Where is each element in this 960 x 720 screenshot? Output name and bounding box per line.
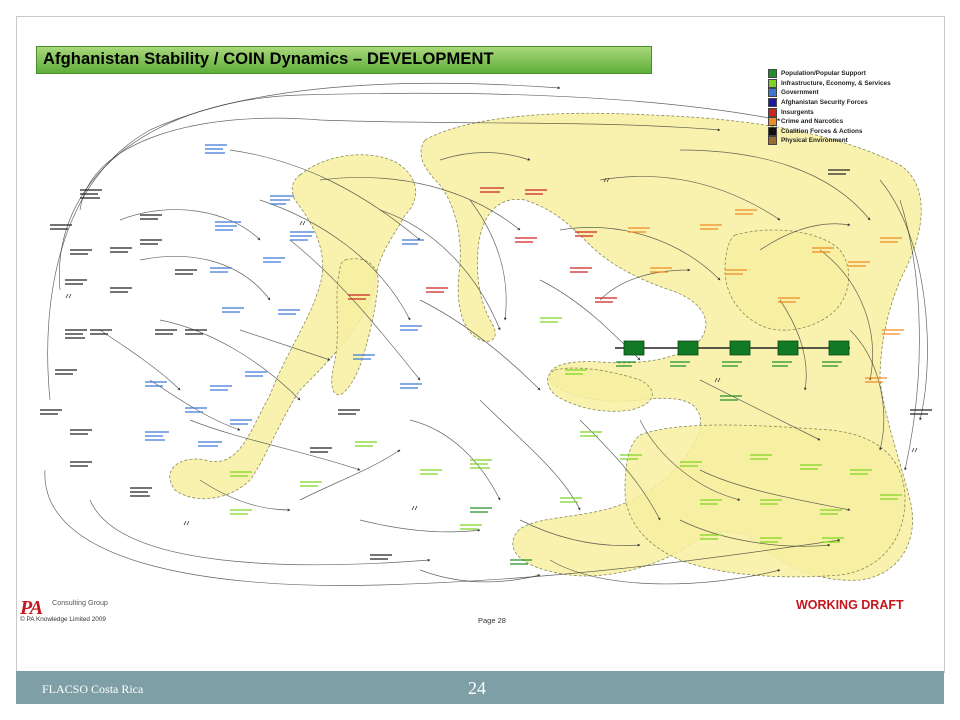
pa-logo-name: Consulting Group [52,598,108,607]
legend-swatch [768,88,777,98]
highlight-regions [169,112,922,581]
legend-item: Coalition Forces & Actions [768,126,928,137]
legend-swatch [768,98,777,108]
source-page-label: Page 28 [478,616,506,625]
legend-label: Insurgents [781,108,814,116]
legend-swatch [768,136,777,146]
variable-nodes [40,144,932,565]
copyright-notice: © PA Knowledge Limited 2009 [20,616,106,623]
legend-label: Coalition Forces & Actions [781,127,863,135]
legend-label: Crime and Narcotics [781,118,844,126]
footer-bar: FLACSO Costa Rica 24 [16,671,944,704]
legend-item: Crime and Narcotics [768,117,928,127]
legend-item: Government [768,88,928,98]
legend-label: Government [781,89,819,97]
legend-label: Infrastructure, Economy, & Services [781,79,891,87]
legend-label: Afghanistan Security Forces [781,99,868,107]
legend-swatch [768,126,777,136]
legend-item: Afghanistan Security Forces [768,98,928,108]
legend-label: Physical Environment [781,137,848,145]
legend-swatch [768,107,777,117]
pa-logo-mark: PA [20,597,43,619]
legend-item: Infrastructure, Economy, & Services [768,78,928,89]
legend-item: Physical Environment [768,136,928,146]
legend-swatch [768,69,777,79]
legend-swatch [768,78,777,88]
working-draft-stamp: WORKING DRAFT [796,598,904,612]
legend: Population/Popular Support Infrastructur… [768,69,928,146]
central-stock-chain [615,340,850,356]
delay-marks [65,177,918,526]
diagram-title: Afghanistan Stability / COIN Dynamics – … [43,50,494,68]
footer-organization: FLACSO Costa Rica [42,682,144,696]
legend-swatch [768,117,777,127]
footer-page-number: 24 [468,678,486,698]
causal-links [44,82,928,586]
legend-item: Population/Popular Support [768,69,928,79]
legend-item: Insurgents [768,107,928,117]
diagram-title-bar: Afghanistan Stability / COIN Dynamics – … [36,46,652,74]
legend-label: Population/Popular Support [781,70,866,78]
